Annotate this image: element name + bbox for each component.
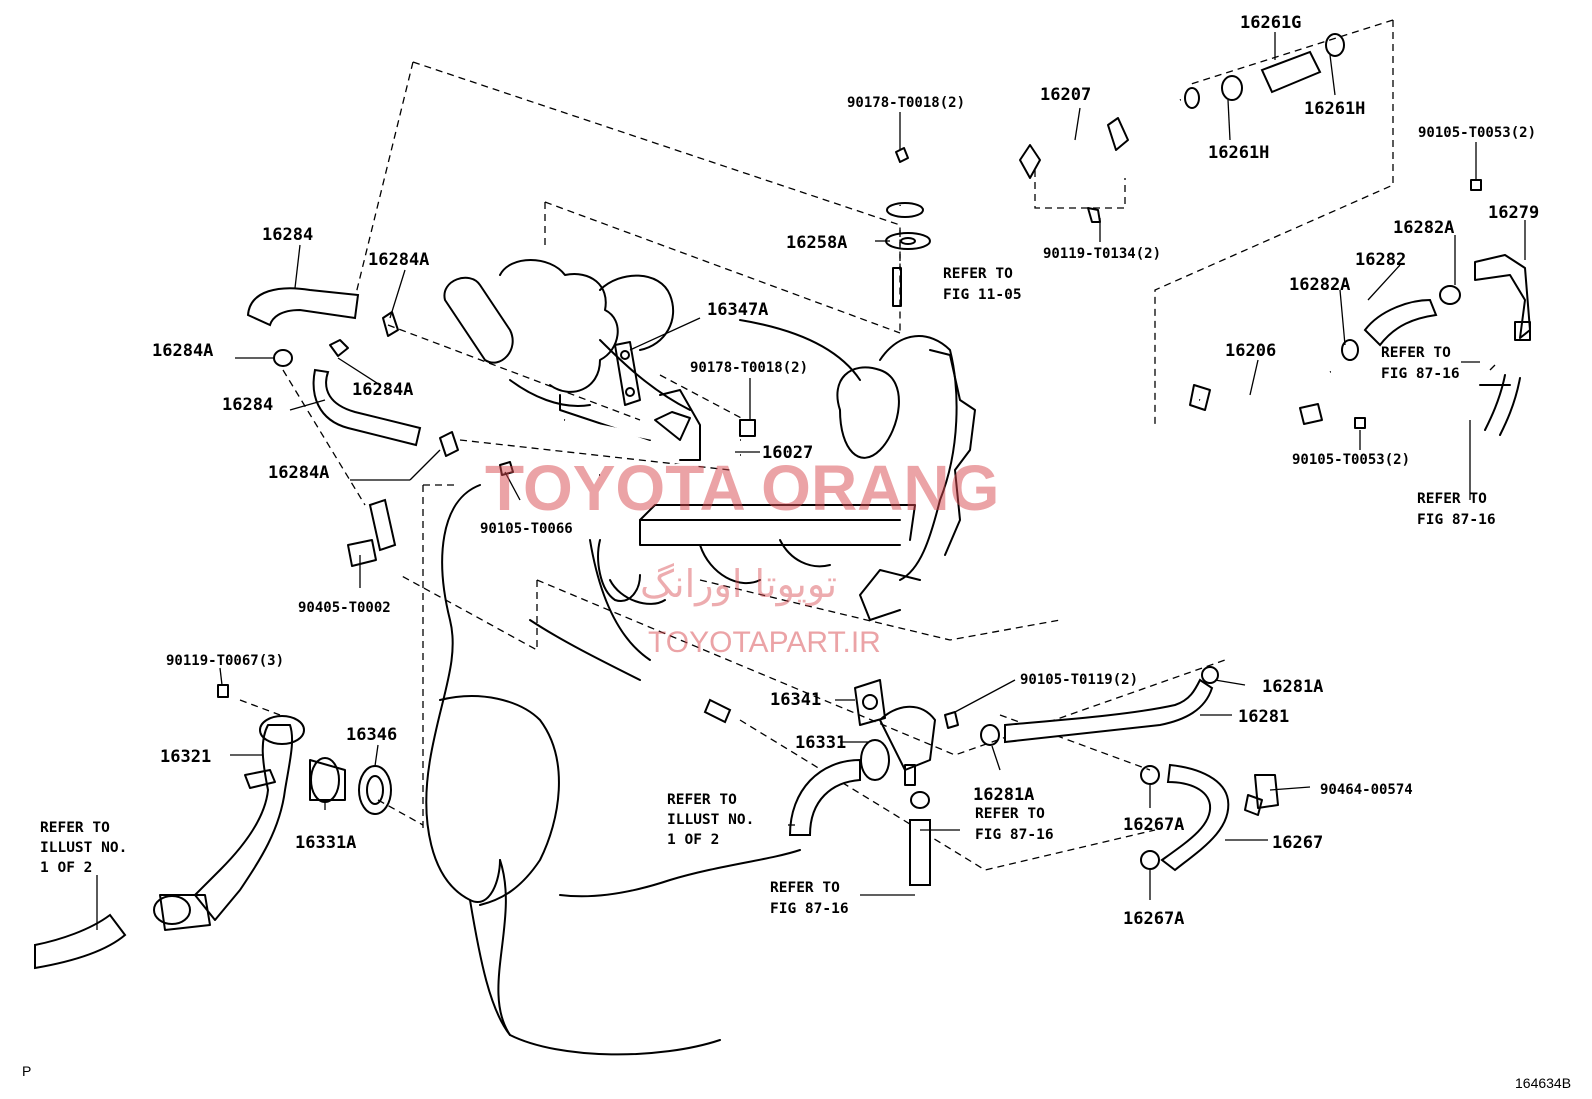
ref-fig-87-16-mid1-line2: FIG 87-16	[975, 827, 1054, 843]
label-90119-T0067: 90119-T0067(3)	[166, 653, 284, 669]
ref-fig-87-16-mid2-line2: FIG 87-16	[770, 901, 849, 917]
ref-fig-87-16-right1-line1: REFER TO	[1381, 345, 1451, 361]
ref-fig-87-16-mid1-line1: REFER TO	[975, 806, 1045, 822]
watermark-farsi: تویوتا اورانگ	[640, 562, 837, 607]
ref-illust-left-line2: ILLUST NO.	[40, 840, 127, 856]
label-90178-T0018-top: 90178-T0018(2)	[847, 95, 965, 111]
ref-fig-87-16-right1-line2: FIG 87-16	[1381, 366, 1460, 382]
pipe-16206-assembly	[1189, 179, 1531, 436]
label-90464-00574: 90464-00574	[1320, 782, 1413, 798]
label-16281A-b: 16281A	[973, 785, 1034, 805]
label-16347A: 16347A	[707, 300, 768, 320]
label-16282A-a: 16282A	[1393, 218, 1454, 238]
hoses-16284	[246, 287, 459, 567]
label-90178-T0018-mid: 90178-T0018(2)	[690, 360, 808, 376]
label-16281: 16281	[1238, 707, 1289, 727]
pipe-16027-assembly	[499, 341, 756, 478]
ref-fig-11-05-line1: REFER TO	[943, 266, 1013, 282]
water-inlet-16321	[34, 684, 392, 970]
label-16284-top: 16284	[262, 225, 313, 245]
label-16346: 16346	[346, 725, 397, 745]
ref-fig-87-16-right2-line2: FIG 87-16	[1417, 512, 1496, 528]
dashed-boundaries	[239, 19, 1394, 871]
label-90105-T0119: 90105-T0119(2)	[1020, 672, 1138, 688]
label-16267: 16267	[1272, 833, 1323, 853]
watermark-url: TOYOTAPART.IR	[648, 626, 881, 659]
label-16261H-a: 16261H	[1304, 99, 1365, 119]
label-16284A-d: 16284A	[268, 463, 329, 483]
label-16282A-b: 16282A	[1289, 275, 1350, 295]
reference-notes: REFER TO FIG 11-05 REFER TO FIG 87-16 RE…	[40, 266, 1496, 917]
watermark-main: TOYOTA ORANG	[485, 452, 999, 524]
label-16279: 16279	[1488, 203, 1539, 223]
label-16258A: 16258A	[786, 233, 847, 253]
ref-fig-87-16-mid2-line1: REFER TO	[770, 880, 840, 896]
label-16284-mid: 16284	[222, 395, 273, 415]
part-labels: 16261G 16261H 16261H 16207 90178-T0018(2…	[152, 13, 1539, 929]
ref-illust-left-line3: 1 OF 2	[40, 860, 92, 876]
label-90405-T0002: 90405-T0002	[298, 600, 391, 616]
ref-fig-87-16-right2-line1: REFER TO	[1417, 491, 1487, 507]
label-90105-T0053-top: 90105-T0053(2)	[1418, 125, 1536, 141]
ref-illust-mid-line1: REFER TO	[667, 792, 737, 808]
ref-illust-left-line1: REFER TO	[40, 820, 110, 836]
water-outlet-16331	[703, 384, 1511, 886]
label-16207: 16207	[1040, 85, 1091, 105]
label-16206: 16206	[1225, 341, 1276, 361]
label-90119-T0134: 90119-T0134(2)	[1043, 246, 1161, 262]
label-90105-T0066: 90105-T0066	[480, 521, 573, 537]
label-16331A: 16331A	[295, 833, 356, 853]
watermark: TOYOTA ORANG تویوتا اورانگ TOYOTAPART.IR	[485, 452, 999, 659]
label-16261G: 16261G	[1240, 13, 1301, 33]
label-16282: 16282	[1355, 250, 1406, 270]
label-16267A-b: 16267A	[1123, 909, 1184, 929]
engine-block	[425, 259, 976, 1056]
label-16027: 16027	[762, 443, 813, 463]
label-16321: 16321	[160, 747, 211, 767]
ref-fig-11-05-line2: FIG 11-05	[943, 287, 1022, 303]
ref-illust-mid-line2: ILLUST NO.	[667, 812, 754, 828]
label-16284A-b: 16284A	[152, 341, 213, 361]
label-16284A-c: 16284A	[352, 380, 413, 400]
label-16284A-a: 16284A	[368, 250, 429, 270]
illustration-code: 164634B	[1515, 1075, 1571, 1091]
label-16261H-b: 16261H	[1208, 143, 1269, 163]
ref-illust-mid-line3: 1 OF 2	[667, 832, 719, 848]
leader-lines	[96, 32, 1526, 930]
label-16281A-a: 16281A	[1262, 677, 1323, 697]
label-16341: 16341	[770, 690, 821, 710]
label-16267A-a: 16267A	[1123, 815, 1184, 835]
corner-mark-left: P	[22, 1063, 31, 1079]
label-16331: 16331	[795, 733, 846, 753]
label-90105-T0053-bot: 90105-T0053(2)	[1292, 452, 1410, 468]
